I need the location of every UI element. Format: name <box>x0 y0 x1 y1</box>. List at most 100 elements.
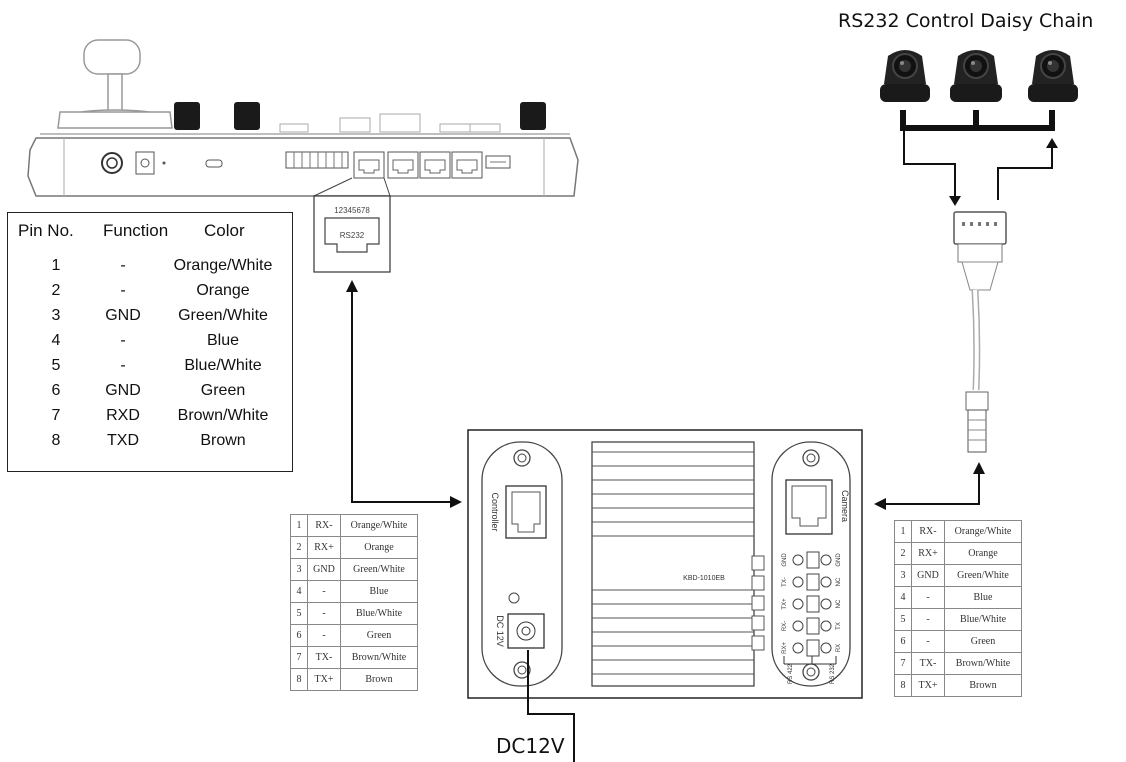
power-input-label: DC12V <box>496 734 565 758</box>
wire-pin: 3 <box>894 564 912 587</box>
converter-model-label: KBD-1010EB <box>683 575 725 582</box>
pin-color: Brown <box>200 432 246 449</box>
controller-to-converter-line <box>351 292 450 503</box>
pin-number: 5 <box>51 357 61 374</box>
pin-color: Orange <box>196 282 250 299</box>
wire-pin: 7 <box>290 646 308 669</box>
wire-color: Brown/White <box>340 646 418 669</box>
pin-no-header: Pin No. <box>18 221 74 240</box>
wire-function: - <box>307 580 341 603</box>
rj45-cable-icon <box>953 211 1007 453</box>
table-row: 1 - Orange/White <box>8 257 292 282</box>
terminal-left-2: TX- <box>782 577 788 587</box>
wire-color: Blue/White <box>944 608 1022 631</box>
wire-color: Brown/White <box>944 652 1022 675</box>
wire-function: GND <box>307 558 341 581</box>
table-row: 5-Blue/White <box>290 602 418 625</box>
wire-pin: 1 <box>290 514 308 537</box>
terminal-left-4: RX- <box>782 621 788 631</box>
pin-number: 3 <box>51 307 61 324</box>
arrow-up-icon <box>1046 138 1058 148</box>
pin-assignment-table: Pin No. Function Color 1 - Orange/White … <box>7 212 293 472</box>
pin-color: Brown/White <box>177 407 269 424</box>
arrow-up-icon <box>973 462 985 474</box>
pin-function: GND <box>105 382 141 399</box>
table-row: 6 GND Green <box>8 382 292 407</box>
bus-left-label: RS 422 <box>788 663 794 684</box>
wire-pin: 5 <box>894 608 912 631</box>
table-row: 4 - Blue <box>8 332 292 357</box>
pin-number: 7 <box>51 407 61 424</box>
wire-pin: 3 <box>290 558 308 581</box>
pin-function: - <box>120 357 126 374</box>
pin-color: Blue <box>206 332 240 349</box>
table-row: 3 GND Green/White <box>8 307 292 332</box>
wire-color: Green/White <box>944 564 1022 587</box>
pin-number: 1 <box>51 257 61 274</box>
daisy-chain-bus <box>900 110 1055 200</box>
wire-pin: 6 <box>894 630 912 653</box>
wire-color: Blue <box>340 580 418 603</box>
wire-function: - <box>911 630 945 653</box>
pin-function: - <box>120 282 126 299</box>
wire-function: TX+ <box>307 668 341 691</box>
ptz-camera-1-icon <box>880 50 930 102</box>
wire-function: RX+ <box>911 542 945 565</box>
table-row: 8 TXD Brown <box>8 432 292 457</box>
table-row: 6-Green <box>894 630 1022 653</box>
wire-function: RX+ <box>307 536 341 559</box>
table-row: 7 RXD Brown/White <box>8 407 292 432</box>
converter-to-camera-line <box>886 474 980 505</box>
wire-color: Blue <box>944 586 1022 609</box>
wire-function: - <box>307 602 341 625</box>
pin-function: GND <box>105 307 141 324</box>
wire-color: Brown <box>944 674 1022 697</box>
wire-function: RX- <box>307 514 341 537</box>
pin-number: 8 <box>51 432 61 449</box>
wire-color: Orange <box>944 542 1022 565</box>
wire-function: - <box>307 624 341 647</box>
arrow-down-icon <box>949 196 961 206</box>
wire-color: Orange/White <box>944 520 1022 543</box>
wire-pin: 4 <box>894 586 912 609</box>
table-row: 4-Blue <box>290 580 418 603</box>
converter-controller-label: Controller <box>490 492 500 531</box>
wire-color: Orange/White <box>340 514 418 537</box>
pin-color: Green/White <box>178 307 268 324</box>
wire-function: TX+ <box>911 674 945 697</box>
pin-function: TXD <box>107 432 139 449</box>
terminal-right-5: RX <box>836 644 842 652</box>
wire-color: Orange <box>340 536 418 559</box>
wire-pin: 6 <box>290 624 308 647</box>
pin-function: - <box>120 332 126 349</box>
rs232-port-zoom: 12345678 RS232 <box>313 177 391 273</box>
function-header: Function <box>103 221 169 240</box>
table-row: 6-Green <box>290 624 418 647</box>
terminal-left-3: TX+ <box>782 598 788 610</box>
wire-color: Green/White <box>340 558 418 581</box>
terminal-right-3: NC <box>836 599 842 608</box>
pin-number: 2 <box>51 282 61 299</box>
wire-color: Brown <box>340 668 418 691</box>
table-row: 2 - Orange <box>8 282 292 307</box>
pin-function: RXD <box>106 407 140 424</box>
arrow-left-icon <box>874 498 886 510</box>
terminal-right-1: GND <box>836 553 842 567</box>
wire-color: Blue/White <box>340 602 418 625</box>
wire-pin: 2 <box>290 536 308 559</box>
arrow-right-icon <box>450 496 462 508</box>
pin-number: 6 <box>51 382 61 399</box>
color-header: Color <box>204 221 245 240</box>
wire-function: TX- <box>307 646 341 669</box>
arrow-up-icon <box>346 280 358 292</box>
wire-function: RX- <box>911 520 945 543</box>
